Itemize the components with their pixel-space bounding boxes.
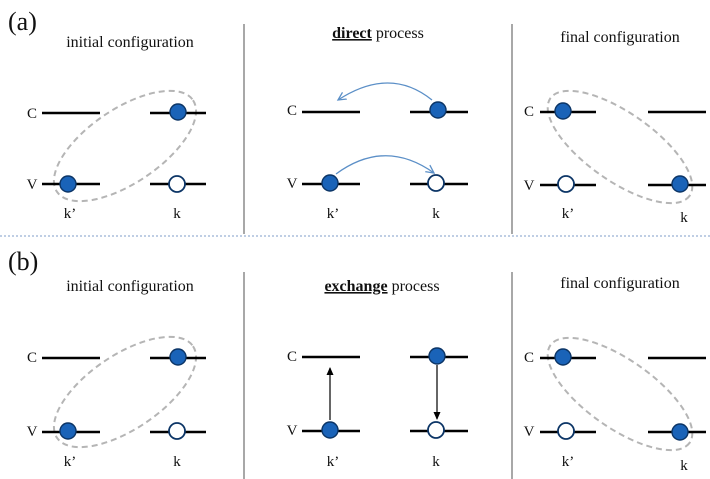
title-rest: process	[388, 278, 440, 295]
label-k: k	[680, 210, 688, 226]
hole-valence-kprime	[557, 175, 575, 193]
label-k: k	[173, 454, 181, 470]
exciton-ellipse	[546, 89, 694, 205]
panel-a-label: (a)	[8, 7, 37, 36]
label-c: C	[287, 349, 297, 365]
label-v: V	[524, 424, 535, 440]
label-v: V	[27, 424, 38, 440]
label-kprime: k’	[327, 454, 340, 470]
label-k: k	[432, 454, 440, 470]
label-kprime: k’	[64, 206, 77, 222]
label-k: k	[680, 458, 688, 474]
electron-valence-k	[671, 175, 689, 193]
electron-conduction-kprime	[554, 102, 572, 120]
electron-conduction-k	[429, 101, 447, 119]
label-kprime: k’	[562, 454, 575, 470]
electron-conduction-k	[428, 347, 446, 365]
title-bold: exchange	[324, 278, 387, 295]
direct-transfer-arrow-upper	[338, 82, 433, 100]
direct-transfer-arrow-lower	[335, 155, 434, 175]
exciton-ellipse	[52, 89, 198, 203]
label-c: C	[287, 103, 297, 119]
electron-valence-kprime	[59, 422, 77, 440]
label-v: V	[27, 177, 38, 193]
title-bold: direct	[332, 25, 372, 42]
electron-conduction-kprime	[554, 348, 572, 366]
label-k: k	[173, 206, 181, 222]
label-v: V	[524, 178, 535, 194]
panel-a-right-title: final configuration	[560, 29, 680, 46]
electron-valence-kprime	[321, 174, 339, 192]
panel-b-right-title: final configuration	[560, 275, 680, 292]
hole-valence-kprime	[557, 422, 575, 440]
electron-valence-kprime	[321, 421, 339, 439]
label-c: C	[27, 350, 37, 366]
label-kprime: k’	[64, 454, 77, 470]
label-c: C	[524, 350, 534, 366]
electron-valence-kprime	[59, 175, 77, 193]
label-v: V	[287, 423, 298, 439]
panel-b-label: (b)	[8, 247, 38, 276]
electron-conduction-k	[169, 103, 187, 121]
exciton-ellipse	[52, 335, 198, 449]
panel-b-middle-title: exchange process	[324, 278, 439, 295]
electron-conduction-k	[169, 348, 187, 366]
hole-valence-k	[168, 422, 186, 440]
electron-valence-k	[671, 423, 689, 441]
label-kprime: k’	[327, 206, 340, 222]
panel-b-left-title: initial configuration	[66, 278, 194, 295]
label-c: C	[524, 104, 534, 120]
label-k: k	[432, 206, 440, 222]
panel-a-middle-title: direct process	[332, 25, 424, 42]
label-v: V	[287, 176, 298, 192]
hole-valence-k	[427, 174, 445, 192]
panel-a-left-title: initial configuration	[66, 34, 194, 51]
exciton-ellipse	[546, 336, 694, 452]
hole-valence-k	[427, 421, 445, 439]
hole-valence-k	[168, 175, 186, 193]
title-rest: process	[372, 25, 424, 42]
label-c: C	[27, 106, 37, 122]
label-kprime: k’	[562, 206, 575, 222]
